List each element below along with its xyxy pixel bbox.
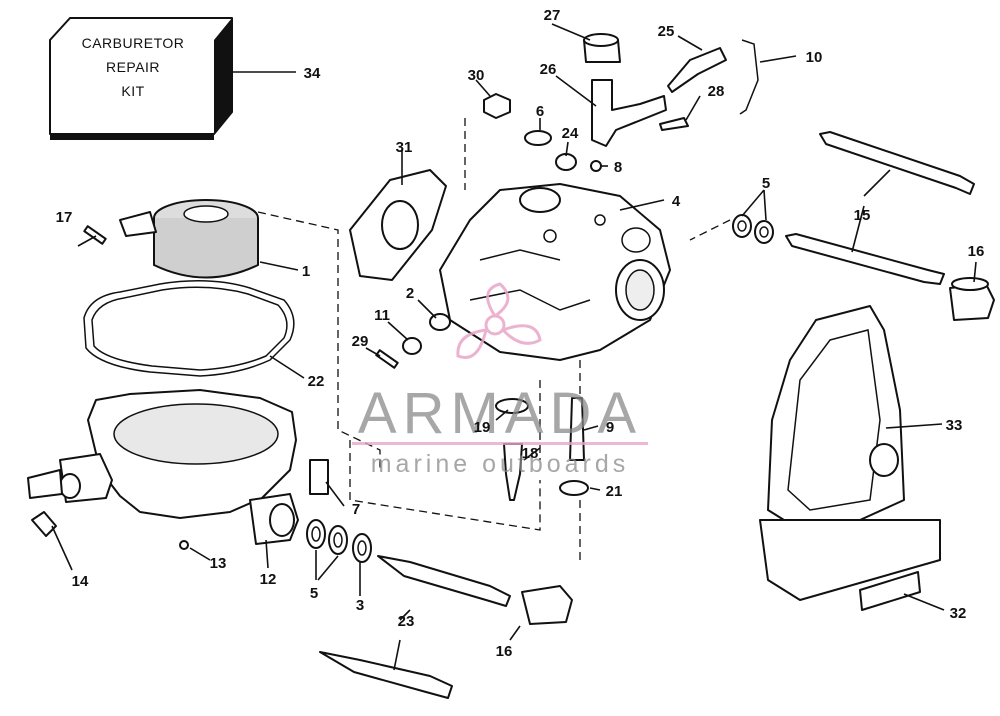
callout-30: 30 xyxy=(468,67,485,84)
nut-30 xyxy=(483,93,511,119)
cap-27 xyxy=(583,33,621,63)
lever-26 xyxy=(591,79,667,147)
callout-24: 24 xyxy=(562,125,579,142)
ball-8 xyxy=(590,160,602,172)
callout-22: 22 xyxy=(308,373,325,390)
callout-labels: 34 1 22 7 17 14 13 12 5 3 23 16 31 30 6 … xyxy=(56,7,985,660)
kit-label-line1: CARBURETOR xyxy=(82,35,185,51)
callout-16-right: 16 xyxy=(968,243,985,260)
callout-28: 28 xyxy=(708,83,725,100)
float-part xyxy=(119,199,259,279)
callout-5-left: 5 xyxy=(310,585,318,602)
plug-16-bottom xyxy=(521,585,573,625)
callout-17: 17 xyxy=(56,209,73,226)
link-rod-10 xyxy=(739,39,759,115)
callout-7: 7 xyxy=(352,501,360,518)
washer-2 xyxy=(429,313,451,331)
callout-29: 29 xyxy=(352,333,369,350)
bracket-33 xyxy=(759,305,941,601)
callout-31: 31 xyxy=(396,139,413,156)
watermark-tagline: marine outboards xyxy=(371,450,630,478)
callout-3: 3 xyxy=(356,597,364,614)
washer-3 xyxy=(352,533,372,563)
callout-11: 11 xyxy=(374,307,390,324)
needle-valves-23 xyxy=(319,555,511,699)
callout-14: 14 xyxy=(72,573,89,590)
callout-27: 27 xyxy=(544,7,561,24)
washers-5 xyxy=(306,519,348,555)
callout-32: 32 xyxy=(950,605,967,622)
callout-10: 10 xyxy=(806,49,823,66)
screw-25 xyxy=(667,47,727,93)
callout-18: 18 xyxy=(522,445,539,462)
ball-13 xyxy=(179,540,189,550)
watermark-brand: ARMADA xyxy=(358,381,642,446)
kit-label-line2: REPAIR xyxy=(106,59,160,75)
kit-label-line3: KIT xyxy=(121,83,144,99)
plug-6 xyxy=(524,130,552,146)
callout-8: 8 xyxy=(614,159,622,176)
callout-34: 34 xyxy=(304,65,321,82)
callout-4: 4 xyxy=(672,193,681,210)
washer-19 xyxy=(495,398,529,414)
callout-21: 21 xyxy=(606,483,623,500)
pin-29 xyxy=(375,349,399,369)
callout-1: 1 xyxy=(302,263,310,280)
washers-5-right xyxy=(732,214,774,244)
carburetor-repair-kit-box: CARBURETOR REPAIR KIT xyxy=(49,17,233,140)
plug-14 xyxy=(31,511,57,537)
callout-19: 19 xyxy=(474,419,491,436)
callout-16-bottom: 16 xyxy=(496,643,513,660)
float-bowl xyxy=(27,389,299,545)
watermark: ARMADA marine outboards xyxy=(352,282,648,478)
callout-9: 9 xyxy=(606,419,614,436)
needles-15 xyxy=(785,131,975,285)
callout-15: 15 xyxy=(854,207,871,224)
callout-12: 12 xyxy=(260,571,277,588)
float-bowl-gasket xyxy=(83,280,295,377)
strip-32 xyxy=(859,571,921,611)
callout-23: 23 xyxy=(398,613,415,630)
callout-25: 25 xyxy=(658,23,675,40)
plug-16-right xyxy=(949,277,995,321)
callout-2: 2 xyxy=(406,285,414,302)
callout-33: 33 xyxy=(946,417,963,434)
washer-11 xyxy=(402,337,422,355)
washer-24 xyxy=(555,153,577,171)
propeller-logo-icon xyxy=(456,282,542,359)
washer-21 xyxy=(559,480,589,496)
callout-13: 13 xyxy=(210,555,227,572)
screw-28 xyxy=(659,117,689,131)
callout-26: 26 xyxy=(540,61,557,78)
screw-7 xyxy=(309,459,329,495)
callout-5-right: 5 xyxy=(762,175,770,192)
callout-6: 6 xyxy=(536,103,544,120)
